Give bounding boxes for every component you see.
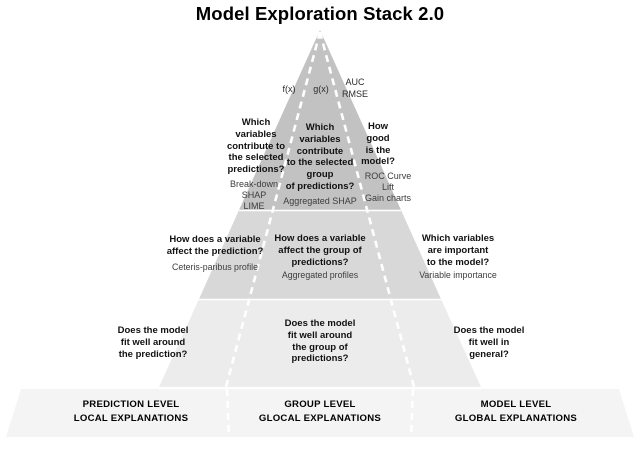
page-title: Model Exploration Stack 2.0 bbox=[195, 3, 445, 24]
tier-profile-global-question: Which variables are important to the mod… bbox=[421, 233, 495, 268]
divider-right bbox=[318, 31, 416, 388]
tier-explanation-glocal-question: Which variables contribute to the select… bbox=[285, 122, 355, 192]
base-band-right-wing bbox=[474, 389, 634, 437]
tier-profile-glocal-methods: Aggregated profiles bbox=[281, 270, 359, 280]
tier-fit-glocal-question: Does the model fit well around the group… bbox=[284, 318, 356, 365]
base-band-left-wing bbox=[6, 389, 166, 437]
tier-profile-local-question: How does a variable affect the predictio… bbox=[166, 234, 264, 257]
tier-explanation-global-methods: ROC Curve Lift Gain charts bbox=[364, 171, 412, 204]
base-label-local-level: PREDICTION LEVEL bbox=[82, 399, 180, 410]
tier-explanation-glocal-methods: Aggregated SHAP bbox=[283, 196, 357, 206]
base-label-glocal-level: GROUP LEVEL bbox=[284, 399, 356, 410]
tier-explanation-global-question: How good is the model? bbox=[361, 121, 395, 168]
apex-label-glocal: g(x) bbox=[313, 84, 329, 94]
tier-profile-global-methods: Variable importance bbox=[419, 270, 497, 280]
divider-left-base bbox=[225, 388, 231, 438]
tier-apex-shape bbox=[284, 30, 356, 110]
tier-explanation-local-question: Which variables contribute to the select… bbox=[226, 117, 286, 176]
base-label-global-level: MODEL LEVEL bbox=[480, 399, 552, 410]
tier-fit-shape bbox=[159, 299, 481, 387]
base-label-local-scope: LOCAL EXPLANATIONS bbox=[73, 413, 189, 424]
tier-profile-glocal-question: How does a variable affect the group of … bbox=[274, 233, 366, 268]
apex-label-global: AUC RMSE bbox=[341, 77, 368, 99]
divider-right-base bbox=[409, 388, 415, 438]
tier-fit-global-question: Does the model fit well in general? bbox=[453, 325, 525, 360]
tier-fit-local-question: Does the model fit well around the predi… bbox=[117, 325, 189, 360]
tier-profile-shape bbox=[199, 210, 441, 299]
tier-explanation-local-methods: Break-down SHAP LIME bbox=[229, 179, 279, 212]
base-label-global-scope: GLOBAL EXPLANATIONS bbox=[454, 413, 578, 424]
base-band-shape bbox=[159, 389, 481, 437]
apex-label-local: f(x) bbox=[282, 84, 296, 94]
base-label-glocal-scope: GLOCAL EXPLANATIONS bbox=[258, 413, 382, 424]
tier-profile-local-methods: Ceteris-paribus profile bbox=[171, 262, 259, 272]
divider-left bbox=[224, 31, 322, 388]
